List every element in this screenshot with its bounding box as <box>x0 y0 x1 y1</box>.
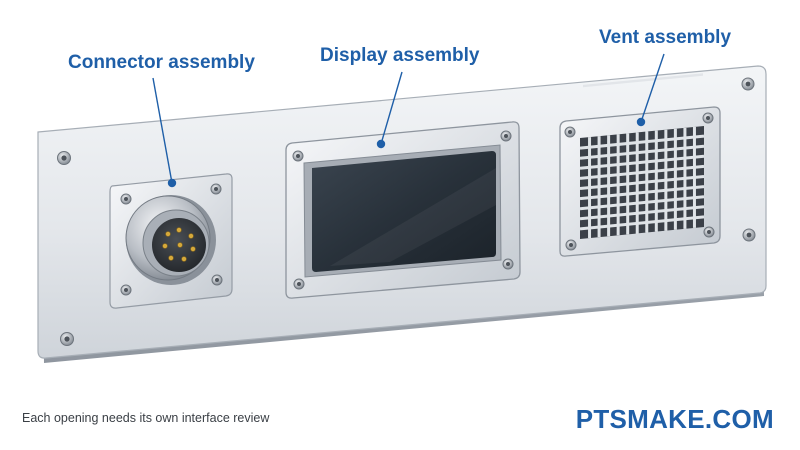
brand-logo-text: PTSMAKE.COM <box>575 404 774 434</box>
leader-lines <box>152 53 665 188</box>
caption-text: Each opening needs its own interface rev… <box>22 411 270 425</box>
screw-icon <box>57 151 71 165</box>
screw-icon <box>60 332 74 346</box>
connector-assembly-label: Connector assembly <box>68 52 255 73</box>
display-assembly-label: Display assembly <box>320 45 480 66</box>
screw-icon <box>741 77 755 91</box>
vent-grille-icon <box>559 73 721 257</box>
lcd-display-icon <box>285 121 521 299</box>
circular-connector-icon <box>109 173 233 309</box>
screw-icon <box>742 228 756 242</box>
vent-assembly-label: Vent assembly <box>599 27 732 48</box>
